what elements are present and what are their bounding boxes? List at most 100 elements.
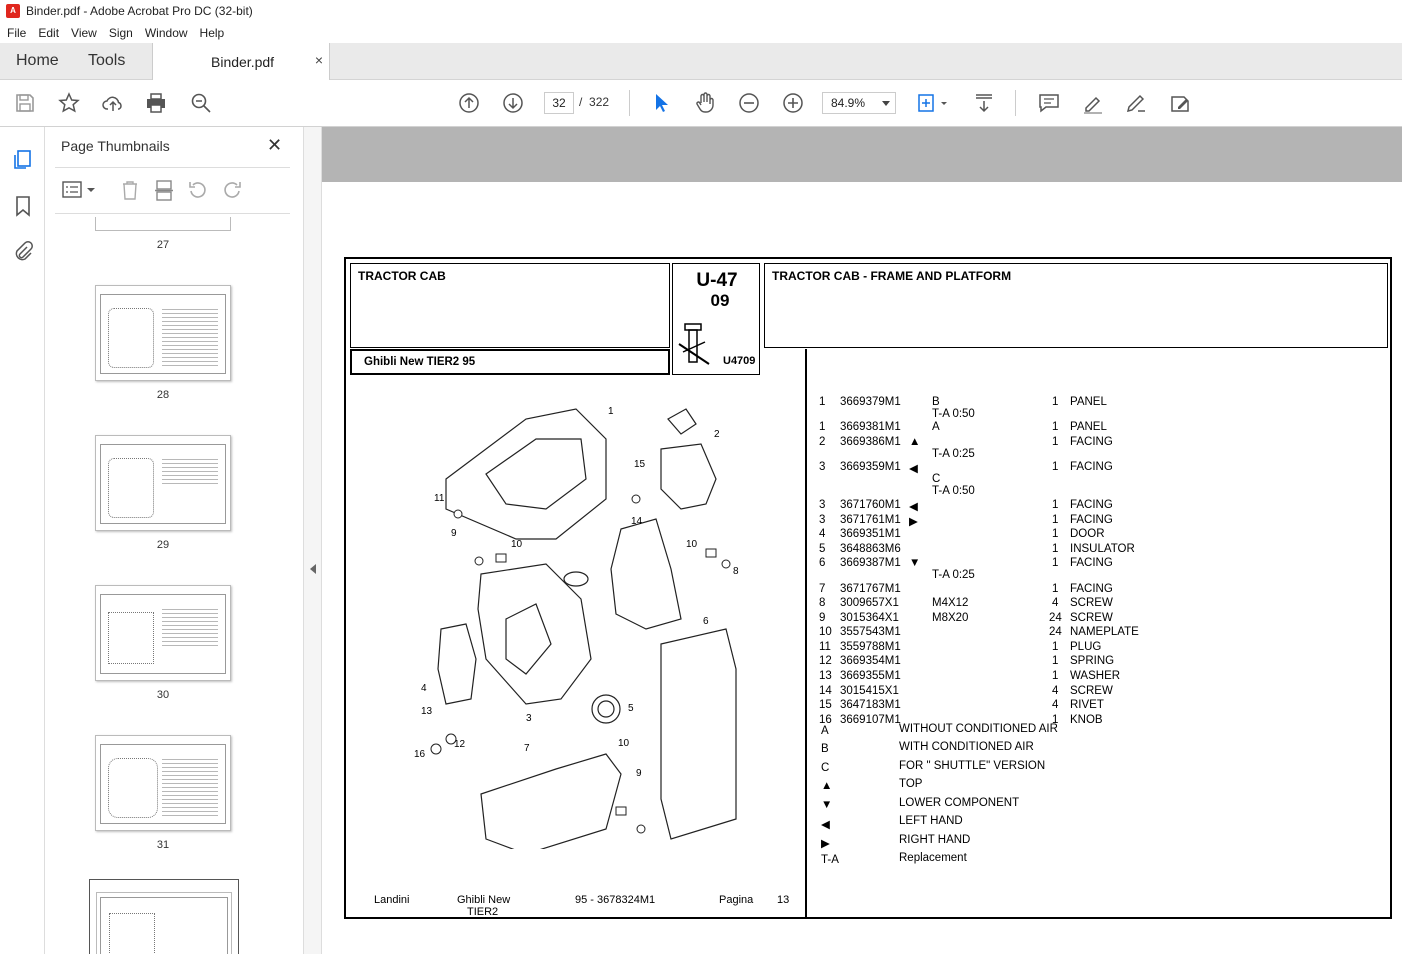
fill-sign-icon[interactable] (1168, 91, 1192, 115)
select-cursor-icon[interactable] (650, 91, 674, 115)
part-description: FACING (1070, 557, 1113, 569)
star-icon[interactable] (57, 91, 81, 115)
print-icon[interactable] (144, 91, 168, 115)
callout-10: 10 (511, 539, 523, 550)
thumbnail-label: 30 (156, 689, 170, 701)
thumbnail-page[interactable] (95, 435, 231, 531)
tab-document[interactable]: Binder.pdf × (152, 43, 330, 80)
previous-page-icon[interactable] (457, 91, 481, 115)
thumbnail-label: 31 (156, 839, 170, 851)
legend-key: B (821, 743, 829, 755)
callout-11: 11 (434, 493, 445, 504)
menu-help[interactable]: Help (199, 25, 225, 40)
acrobat-logo-icon: A (6, 4, 20, 18)
page-number-input[interactable]: 32 (544, 92, 574, 114)
panel-collapse-handle[interactable] (303, 127, 322, 954)
menu-sign[interactable]: Sign (108, 25, 133, 40)
part-quantity: 4 (1052, 685, 1059, 697)
part-quantity: 1 (1052, 670, 1059, 682)
thumbnail-page[interactable] (95, 585, 231, 681)
extract-page-icon[interactable] (153, 179, 175, 201)
tab-tools[interactable]: Tools (88, 52, 126, 69)
page-gap (322, 127, 1402, 182)
thumbnail-current-page[interactable] (89, 879, 239, 954)
part-ref-number: 16 (819, 714, 832, 726)
attachment-icon[interactable] (11, 240, 35, 264)
part-description: FACING (1070, 461, 1113, 473)
part-ref-number: 5 (819, 543, 826, 555)
menu-window[interactable]: Window (144, 25, 188, 40)
collapse-left-icon[interactable] (310, 564, 316, 574)
menu-view[interactable]: View (71, 25, 97, 40)
delete-page-icon[interactable] (119, 179, 141, 201)
panel-divider (55, 167, 290, 168)
part-number: 3009657X1 (840, 597, 899, 609)
header-right-box: TRACTOR CAB - FRAME AND PLATFORM (764, 263, 1388, 348)
part-ref-number: 13 (819, 670, 832, 682)
part-number: 3669354M1 (840, 655, 901, 667)
group-subcode: 09 (710, 291, 730, 310)
menu-edit[interactable]: Edit (38, 25, 60, 40)
hand-tool-icon[interactable] (693, 91, 717, 115)
thumbnail-page-partial[interactable] (95, 217, 231, 231)
close-tab-icon[interactable]: × (314, 52, 323, 68)
part-ref-number: 11 (819, 641, 831, 653)
part-quantity: 1 (1052, 396, 1059, 408)
page-heading: TRACTOR CAB - FRAME AND PLATFORM (772, 269, 1012, 283)
part-ref-number: 12 (819, 655, 832, 667)
part-description: FACING (1070, 499, 1113, 511)
part-description: SCREW (1070, 612, 1113, 624)
zoom-in-icon[interactable] (781, 91, 805, 115)
part-quantity: 1 (1052, 641, 1059, 653)
save-icon[interactable] (13, 91, 37, 115)
next-page-icon[interactable] (501, 91, 525, 115)
section-title: TRACTOR CAB (358, 269, 446, 283)
footer-brand: Landini (374, 894, 410, 906)
legend-key: A (821, 725, 829, 737)
tab-home[interactable]: Home (16, 52, 59, 69)
part-side-symbol: ▼ (909, 557, 921, 569)
part-ref-number: 3 (819, 461, 826, 473)
part-description: FACING (1070, 583, 1113, 595)
page-thumbnails-icon[interactable] (11, 147, 35, 171)
callout-16: 16 (414, 749, 426, 760)
part-description: FACING (1070, 436, 1113, 448)
part-number: 3669381M1 (840, 421, 901, 433)
close-panel-icon[interactable]: ✕ (267, 135, 283, 155)
footer-code: 95 - 3678324M1 (575, 894, 656, 906)
part-description: SCREW (1070, 597, 1113, 609)
sign-icon[interactable] (1124, 91, 1148, 115)
callout-2: 2 (714, 429, 720, 440)
zoom-search-icon[interactable] (189, 91, 213, 115)
thumbnail-page[interactable] (95, 735, 231, 831)
upload-cloud-icon[interactable] (101, 91, 125, 115)
part-note-secondary: T-A 0:50 (932, 408, 975, 420)
bookmark-icon[interactable] (11, 194, 35, 218)
zoom-level-select[interactable]: 84.9% (822, 92, 896, 114)
part-quantity: 24 (1049, 626, 1062, 638)
rotate-left-icon[interactable] (187, 179, 209, 201)
rotate-right-icon[interactable] (221, 179, 243, 201)
part-number: 3669359M1 (840, 461, 901, 473)
scroll-mode-icon[interactable] (972, 91, 996, 115)
fit-page-icon[interactable] (915, 91, 949, 115)
part-side-symbol: ▶ (909, 516, 918, 528)
options-menu-icon[interactable] (61, 179, 97, 201)
page-count: / 322 (579, 95, 609, 109)
legend-text: TOP (899, 778, 923, 790)
zoom-out-icon[interactable] (737, 91, 761, 115)
part-number: 3557543M1 (840, 626, 901, 638)
footer-page-number: 13 (777, 894, 790, 906)
highlight-pen-icon[interactable] (1081, 91, 1105, 115)
callout-12: 12 (454, 739, 466, 750)
menu-file[interactable]: File (7, 25, 27, 40)
part-description: DOOR (1070, 528, 1105, 540)
part-ref-number: 1 (819, 396, 826, 408)
footer-model-line1: Ghibli New (457, 894, 511, 906)
page-thumbnails-panel: Page Thumbnails ✕ 27 28 29 (45, 127, 341, 954)
thumbnail-page[interactable] (95, 285, 231, 381)
part-quantity: 1 (1052, 514, 1059, 526)
comment-icon[interactable] (1037, 91, 1061, 115)
part-number: 3669387M1 (840, 557, 901, 569)
part-description: SPRING (1070, 655, 1115, 667)
